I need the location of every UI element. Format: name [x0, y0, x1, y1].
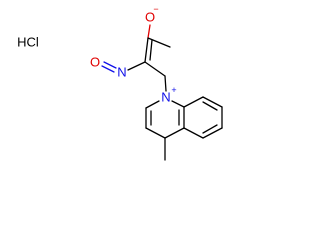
- bond-c6-c5-double: [202, 124, 218, 134]
- enolate-oxygen-charge: −: [153, 4, 158, 14]
- bond-c8a-c8: [183, 96, 204, 108]
- bond-c2-c3-double: [149, 39, 153, 61]
- bond-n1-c2: [145, 100, 160, 109]
- bond-c3-c4: [145, 127, 166, 139]
- bond-n-o: [103, 61, 117, 69]
- bond-ch2-n: [164, 75, 167, 92]
- bond-o-c2: [147, 24, 151, 39]
- quinolinium-nitrogen-charge: +: [171, 85, 176, 95]
- quinolinium-nitrogen-label: N: [161, 90, 170, 105]
- hcl-label: HCl: [17, 35, 39, 50]
- bond-c6-c5: [202, 127, 223, 139]
- nitroso-nitrogen-label: N: [117, 65, 126, 80]
- bond-c4-c4a: [164, 127, 185, 139]
- bond-c3-n: [127, 61, 146, 71]
- bond-n-o-double: [101, 65, 115, 73]
- bond-c2-c3: [144, 37, 149, 63]
- bond-c5-c4a: [183, 127, 204, 139]
- enolate-oxygen-label: O: [145, 10, 155, 25]
- bond-c3-ch2: [144, 61, 166, 77]
- bond-c8a-n1: [171, 100, 185, 108]
- bond-c8-c7-double: [202, 101, 218, 111]
- nitroso-oxygen-label: O: [90, 55, 100, 70]
- bond-c8-c7: [202, 96, 223, 108]
- chemical-structure: HCl O − N O N +: [17, 4, 223, 161]
